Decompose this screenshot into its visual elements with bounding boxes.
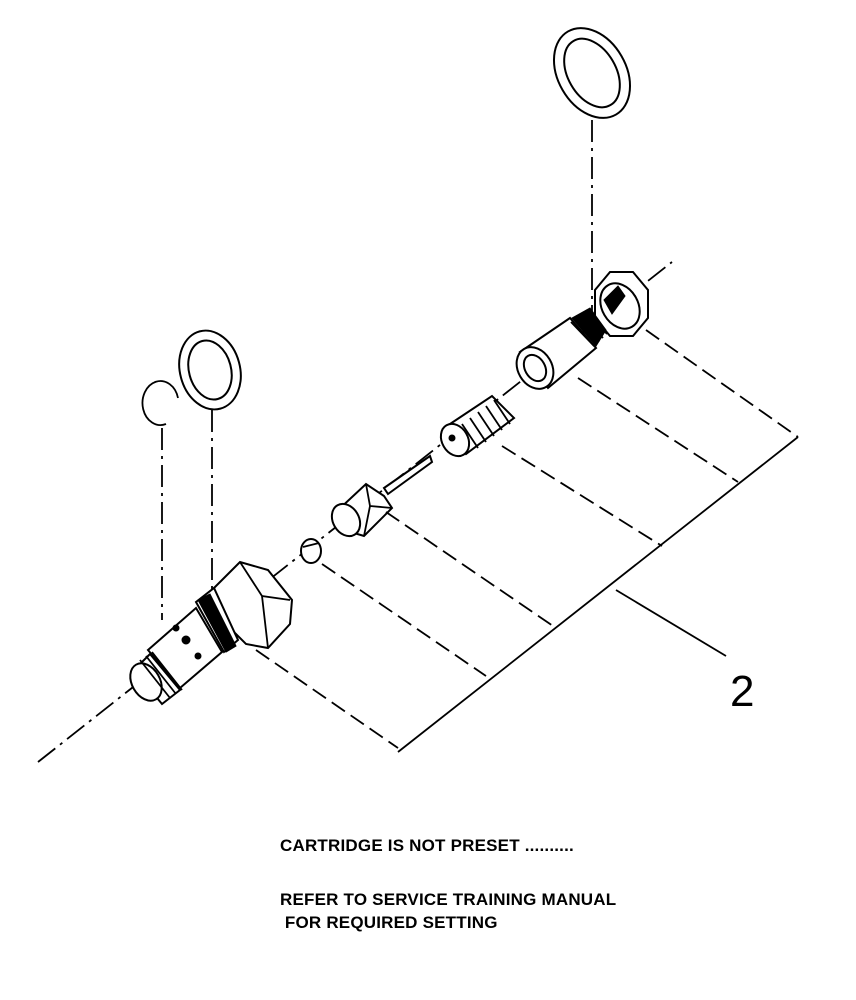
ball-seat xyxy=(300,538,322,564)
note-line-1: CARTRIDGE IS NOT PRESET .......... xyxy=(280,836,574,855)
spring xyxy=(439,394,516,458)
note-line-2: REFER TO SERVICE TRAINING MANUAL xyxy=(280,890,617,909)
threaded-sleeve xyxy=(515,307,608,390)
poppet xyxy=(330,454,434,538)
note-line-3: FOR REQUIRED SETTING xyxy=(280,913,498,932)
left-seal-ring xyxy=(178,329,242,411)
callout-leaders xyxy=(255,329,799,753)
lock-nut xyxy=(594,271,649,337)
retaining-ring xyxy=(141,380,179,426)
cartridge-body xyxy=(129,560,294,706)
reference-number: 2 xyxy=(730,667,754,716)
top-seal-ring xyxy=(553,27,631,119)
